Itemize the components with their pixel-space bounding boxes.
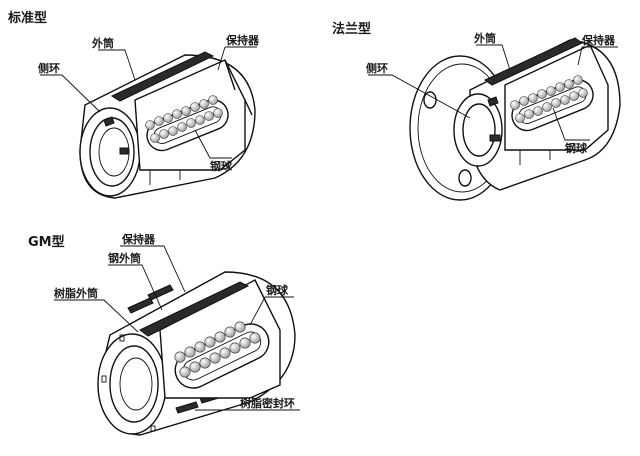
- flange-cage-leader: [577, 46, 618, 66]
- flange-ball-label: 钢球: [565, 141, 588, 155]
- standard-outer-leader: [98, 49, 136, 81]
- flange-ball-leader: [552, 107, 590, 141]
- gm-panel: GM型: [28, 232, 300, 436]
- gm-cage-leader: [120, 245, 186, 293]
- standard-cage-leader: [217, 46, 257, 71]
- flange-cage-label: 保持器: [581, 33, 616, 47]
- standard-title: 标准型: [7, 10, 47, 26]
- gm-steel-outer-label: 钢外筒: [108, 251, 141, 265]
- standard-outer-label: 外筒: [91, 36, 114, 50]
- flange-title: 法兰型: [332, 21, 371, 37]
- flange-outer-leader: [476, 44, 511, 71]
- standard-side-label: 侧环: [38, 61, 60, 75]
- gm-steel-outer-leader: [108, 264, 163, 311]
- standard-ball-label: 钢球: [210, 159, 233, 173]
- flange-side-leader: [368, 74, 471, 119]
- standard-side-leader: [40, 74, 101, 113]
- standard-bearing-illustration: [79, 51, 256, 199]
- gm-title: GM型: [28, 234, 65, 250]
- standard-ball-leader: [194, 129, 232, 159]
- gm-resin-outer-label: 树脂外筒: [54, 286, 98, 300]
- standard-cage-label: 保持器: [225, 33, 260, 47]
- gm-seal-label: 树脂密封环: [240, 396, 295, 410]
- gm-bearing-illustration: [97, 271, 296, 436]
- standard-panel: 标准型: [7, 10, 260, 199]
- flange-bearing-illustration: [409, 37, 621, 201]
- gm-ball-label: 钢球: [266, 283, 289, 297]
- gm-resin-outer-leader: [54, 299, 139, 333]
- flange-outer-label: 外筒: [473, 31, 496, 45]
- flange-side-label: 侧环: [366, 61, 388, 75]
- gm-ball-leader: [249, 296, 294, 326]
- gm-cage-label: 保持器: [121, 232, 156, 246]
- flange-panel: 法兰型: [332, 21, 621, 201]
